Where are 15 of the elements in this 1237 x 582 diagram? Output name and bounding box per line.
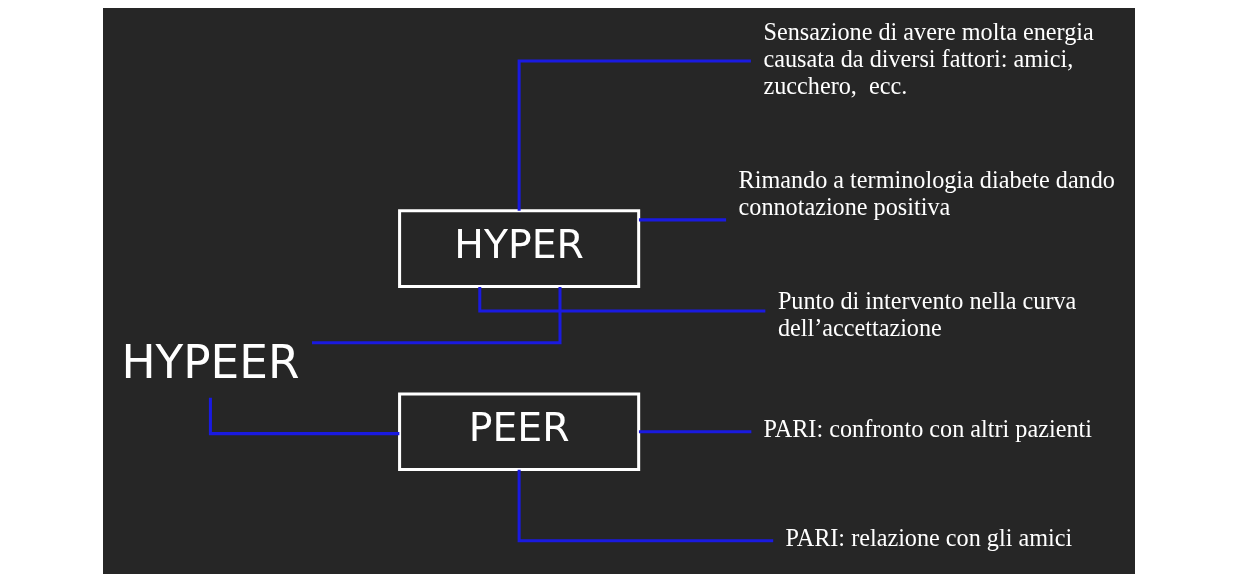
connector [477, 287, 765, 313]
node-text: Sensazione di avere molta energia causata da diversi fattori: amici, zucchero, ecc. [763, 17, 1094, 99]
node-text: PARI: relazione con gli amici [784, 524, 1072, 552]
connector [517, 469, 773, 543]
node-box: PEER [397, 392, 640, 472]
connector [638, 430, 751, 434]
connector [638, 218, 726, 222]
node-text: PARI: confronto con altri pazienti [763, 415, 1092, 443]
node-text: Punto di intervento nella curva dell’accettazione [777, 286, 1076, 342]
connector [517, 59, 751, 211]
node-text: Rimando a terminologia diabete dando connotazione positiva [738, 165, 1115, 221]
node-text: HYPEER [120, 336, 299, 390]
node-box: HYPER [397, 209, 640, 288]
connector [311, 286, 561, 345]
connector [208, 397, 399, 436]
